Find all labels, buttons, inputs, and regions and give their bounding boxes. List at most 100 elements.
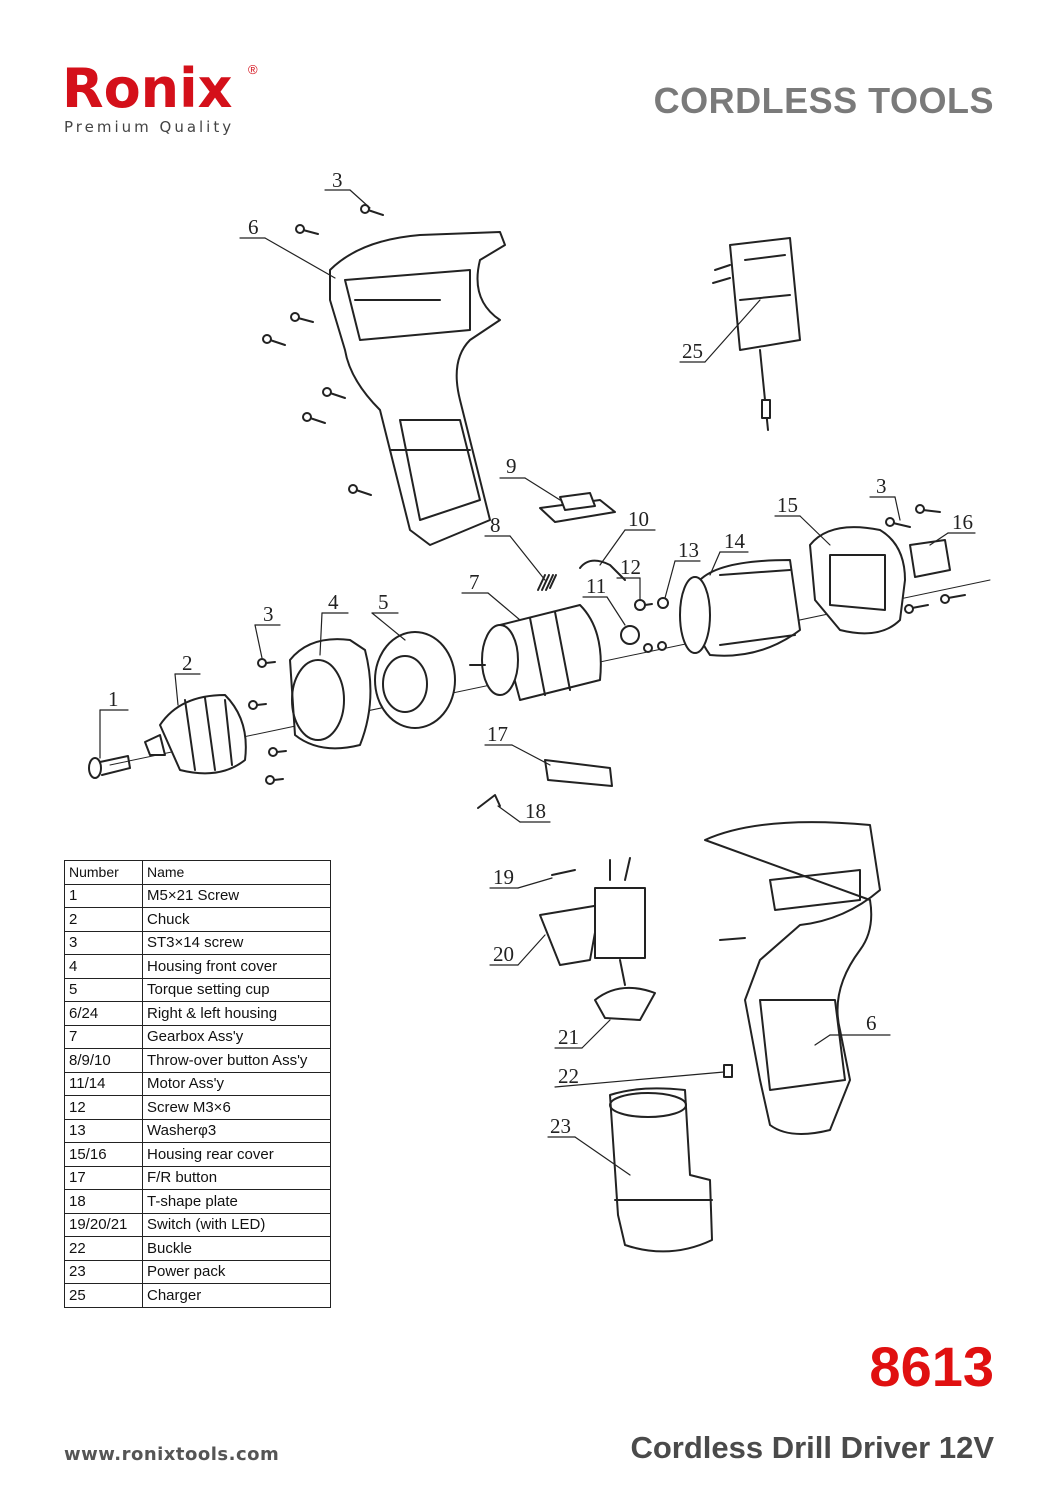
- callout-label: 22: [558, 1064, 579, 1088]
- charger-drawing: [712, 237, 801, 431]
- brand-tagline: Premium Quality: [64, 118, 235, 136]
- part-number: 1: [64, 883, 143, 908]
- washer-drawing: [657, 597, 669, 609]
- callout-label: 6: [866, 1011, 877, 1035]
- callout-label: 4: [328, 590, 339, 614]
- brand-logo: Ronix ® Premium Quality: [62, 62, 272, 142]
- part-number: 7: [64, 1024, 143, 1049]
- chuck-screw-drawing: [88, 755, 131, 779]
- t-plate-drawing: [477, 794, 501, 809]
- part-number: 22: [64, 1236, 143, 1261]
- gearbox-drawing: [469, 604, 602, 701]
- product-name: Cordless Drill Driver 12V: [630, 1430, 994, 1465]
- part-name: Power pack: [142, 1259, 331, 1284]
- callout-label: 19: [493, 865, 514, 889]
- chuck-drawing: [144, 694, 247, 775]
- column-header-name: Name: [142, 860, 331, 885]
- website-link[interactable]: www.ronixtools.com: [64, 1444, 280, 1465]
- callout-label: 1: [108, 687, 119, 711]
- switch-drawing: [539, 857, 656, 1021]
- part-name: Right & left housing: [142, 1001, 331, 1026]
- brand-name: Ronix: [62, 57, 233, 120]
- wire-clip-drawing: [579, 559, 626, 581]
- callout-label: 23: [550, 1114, 571, 1138]
- spring-drawing: [537, 574, 557, 591]
- part-name: Washerφ3: [142, 1118, 331, 1143]
- part-name: Housing rear cover: [142, 1142, 331, 1167]
- callout-label: 9: [506, 454, 517, 478]
- callout-label: 10: [628, 507, 649, 531]
- table-header-row: Number Name: [64, 860, 331, 885]
- motor-drawing: [679, 559, 801, 657]
- rear-cover-drawing: [809, 526, 906, 635]
- part-number: 4: [64, 954, 143, 979]
- part-name: Gearbox Ass'y: [142, 1024, 331, 1049]
- part-name: Buckle: [142, 1236, 331, 1261]
- callout-label: 8: [490, 513, 501, 537]
- housing-half-drawing: [329, 231, 506, 546]
- part-name: M5×21 Screw: [142, 883, 331, 908]
- part-number: 2: [64, 907, 143, 932]
- registered-mark-icon: ®: [248, 62, 258, 77]
- part-number: 18: [64, 1189, 143, 1214]
- callout-label: 2: [182, 651, 193, 675]
- callout-label: 5: [378, 590, 389, 614]
- screw-m3-drawing: [634, 599, 653, 611]
- part-name: Throw-over button Ass'y: [142, 1048, 331, 1073]
- part-number: 6/24: [64, 1001, 143, 1026]
- callout-label: 16: [952, 510, 973, 534]
- part-number: 19/20/21: [64, 1212, 143, 1237]
- power-pack-drawing: [609, 1087, 713, 1253]
- callout-label: 17: [487, 722, 508, 746]
- part-number: 13: [64, 1118, 143, 1143]
- callout-label: 13: [678, 538, 699, 562]
- callout-label: 12: [620, 555, 641, 579]
- category-title: CORDLESS TOOLS: [653, 80, 994, 121]
- part-name: F/R button: [142, 1165, 331, 1190]
- part-number: 25: [64, 1283, 143, 1308]
- part-name: Switch (with LED): [142, 1212, 331, 1237]
- part-name: T-shape plate: [142, 1189, 331, 1214]
- callout-label: 25: [682, 339, 703, 363]
- callout-label: 3: [263, 602, 274, 626]
- callout-label: 18: [525, 799, 546, 823]
- part-number: 23: [64, 1259, 143, 1284]
- callout-label: 14: [724, 529, 746, 553]
- callout-label: 3: [332, 168, 343, 192]
- callout-label: 3: [876, 474, 887, 498]
- callout-label: 6: [248, 215, 259, 239]
- callout-label: 15: [777, 493, 798, 517]
- part-name: Housing front cover: [142, 954, 331, 979]
- fr-button-drawing: [544, 759, 613, 787]
- part-number: 5: [64, 977, 143, 1002]
- part-name: ST3×14 screw: [142, 930, 331, 955]
- part-name: Chuck: [142, 907, 331, 932]
- callout-label: 11: [586, 574, 606, 598]
- screw-set-front: [248, 658, 287, 785]
- part-number: 3: [64, 930, 143, 955]
- cover-plate-drawing: [909, 539, 951, 578]
- screw-set-rear: [885, 504, 966, 614]
- model-number: 8613: [869, 1335, 994, 1398]
- part-name: Motor Ass'y: [142, 1071, 331, 1096]
- part-number: 15/16: [64, 1142, 143, 1167]
- part-name: Torque setting cup: [142, 977, 331, 1002]
